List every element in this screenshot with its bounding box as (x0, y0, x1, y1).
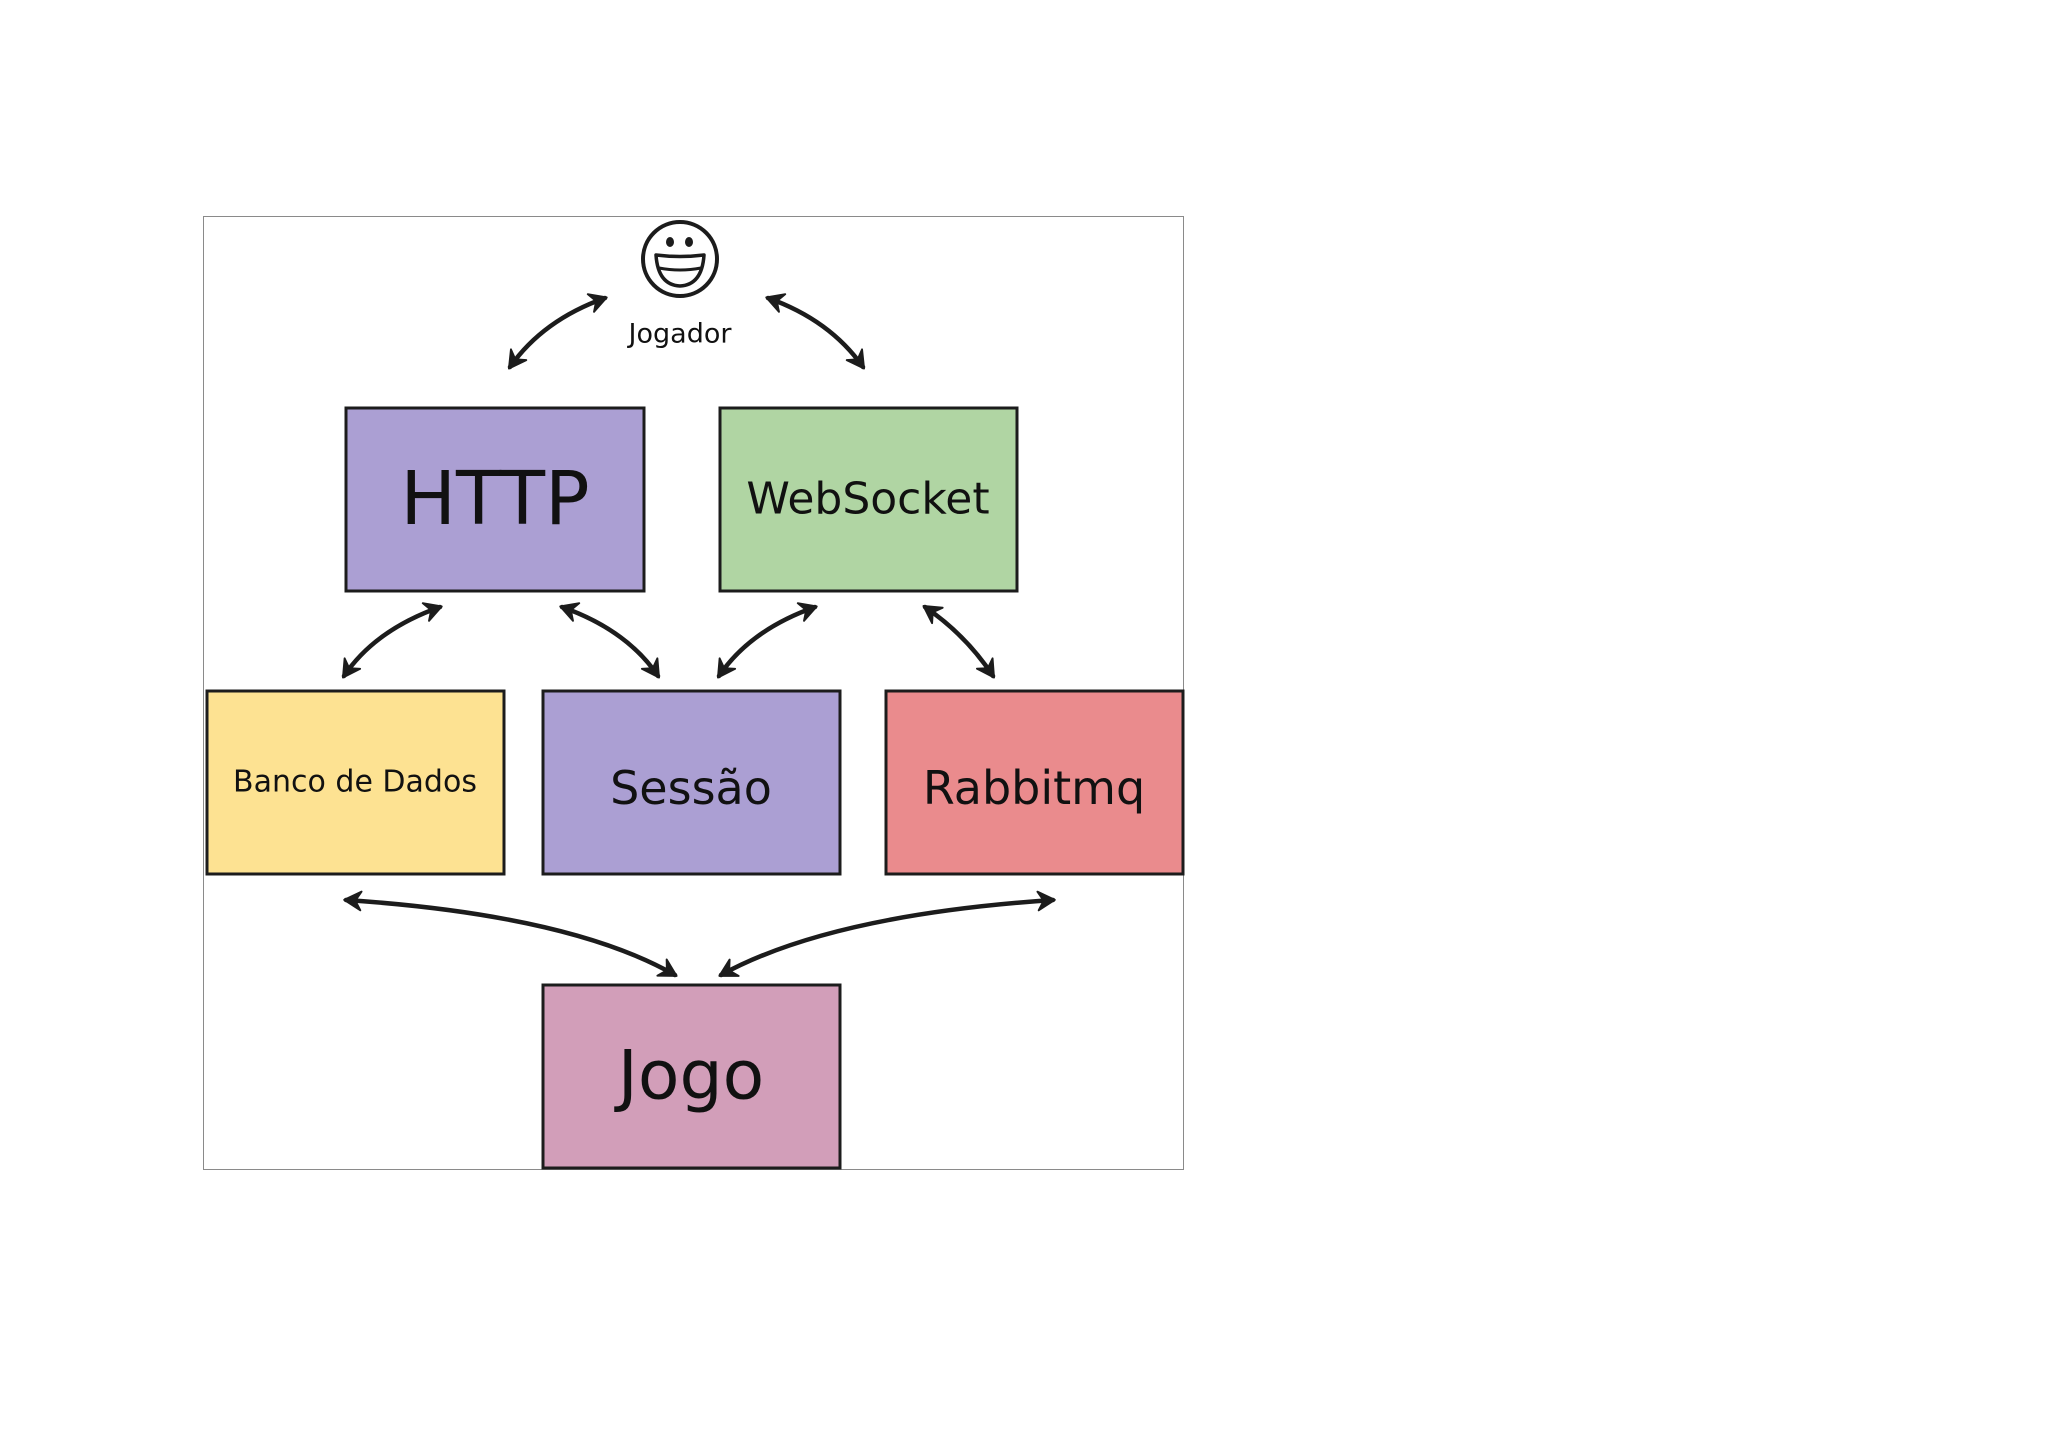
node-websocket-label: WebSocket (746, 474, 989, 525)
connector-database-game (343, 890, 678, 978)
node-session: Sessão (541, 689, 842, 876)
connector-websocket-session (716, 602, 818, 679)
node-database-label: Banco de Dados (233, 765, 477, 800)
node-rabbitmq: Rabbitmq (884, 689, 1185, 876)
node-websocket-box (718, 406, 1019, 593)
node-database: Banco de Dados (205, 689, 506, 876)
node-http: HTTP (344, 406, 646, 593)
node-http-label: HTTP (400, 456, 589, 542)
connector-player-http (507, 293, 608, 370)
node-game-box (541, 983, 842, 1170)
node-session-box (541, 689, 842, 876)
connector-http-database (341, 602, 443, 679)
player-node: Jogador (627, 220, 733, 350)
node-websocket: WebSocket (718, 406, 1019, 593)
connector-rabbitmq-game (718, 890, 1056, 978)
smiley-face-icon (641, 220, 719, 298)
connector-player-websocket (765, 293, 866, 370)
node-database-box (205, 689, 506, 876)
node-game: Jogo (541, 983, 842, 1170)
node-rabbitmq-label: Rabbitmq (923, 761, 1145, 815)
connector-websocket-rabbitmq (922, 604, 996, 679)
connections (341, 293, 1056, 978)
node-http-box (344, 406, 646, 593)
player-label: Jogador (627, 319, 733, 350)
node-game-label: Jogo (614, 1037, 764, 1116)
connector-http-session (559, 602, 661, 679)
node-rabbitmq-box (884, 689, 1185, 876)
node-session-label: Sessão (610, 761, 772, 815)
